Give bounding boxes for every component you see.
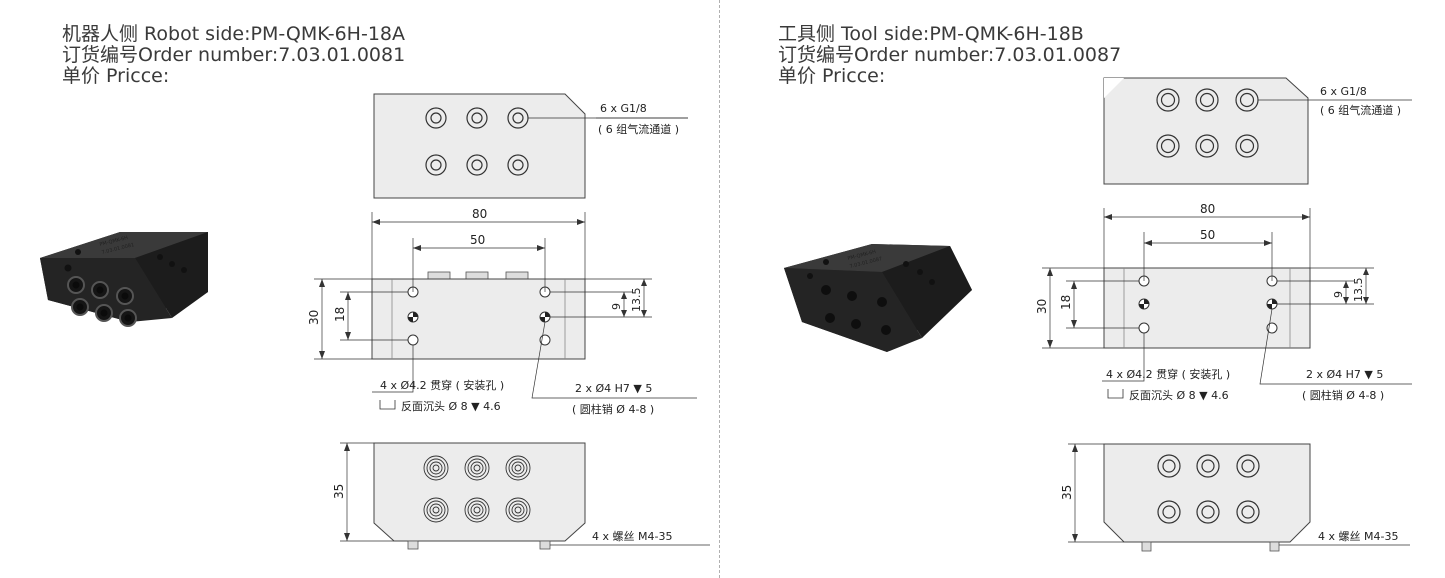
tool-dim-35: 35 [1060,485,1074,500]
robot-ports-note: ( 6 组气流通道 ) [598,122,679,136]
panel-divider [719,0,720,578]
tool-order-number: 订货编号Order number:7.03.01.0087 [778,44,1122,66]
tool-front-view: 80 50 30 18 9 [1035,202,1412,402]
robot-dim-50: 50 [470,233,485,247]
robot-price-label: 单价 Pricce: [62,65,170,87]
robot-ports-label: 6 x G1/8 [600,102,647,115]
robot-side-title: 机器人侧 Robot side:PM-QMK-6H-18A [62,23,405,45]
tool-ports-label: 6 x G1/8 [1320,85,1367,98]
robot-side-panel: 机器人侧 Robot side:PM-QMK-6H-18A 订货编号Order … [0,0,720,578]
tool-screws-label: 4 x 螺丝 M4-35 [1318,530,1398,543]
tool-ports-note: ( 6 组气流通道 ) [1320,103,1401,117]
robot-module-photo: PM-QMK-6H 7.03.01.0081 [40,232,208,327]
tool-dim-13-5: 13.5 [1352,278,1365,303]
robot-holes-label: 4 x Ø4.2 贯穿 ( 安装孔 ) [380,378,504,392]
tool-holes-label: 4 x Ø4.2 贯穿 ( 安装孔 ) [1106,367,1230,381]
tool-dim-80: 80 [1200,202,1215,216]
robot-screws-label: 4 x 螺丝 M4-35 [592,530,672,543]
tool-top-view: 6 x G1/8 ( 6 组气流通道 ) [1103,77,1412,185]
tool-module-photo: PM-QMK-6H 7.03.01.0087 [784,244,972,352]
robot-counterbore-label: 反面沉头 Ø 8 ▼ 4.6 [401,400,501,413]
tool-side-panel: 工具侧 Tool side:PM-QMK-6H-18B 订货编号Order nu… [722,0,1445,578]
robot-front-view: 80 50 30 18 9 [307,207,697,416]
tool-side-drawing: PM-QMK-6H 7.03.01.0087 6 x G1/8 ( 6 组气流通… [784,77,1412,552]
robot-side-drawing: PM-QMK-6H 7.03.01.0081 6 x G1/8 ( 6 组气流通… [40,93,710,550]
tool-dim-30: 30 [1035,299,1049,314]
tool-dim-50: 50 [1200,228,1215,242]
robot-dim-13-5: 13.5 [630,288,643,313]
tool-pins-note: ( 圆柱销 Ø 4-8 ) [1302,388,1384,402]
robot-dim-30: 30 [307,310,321,325]
tool-counterbore-label: 反面沉头 Ø 8 ▼ 4.6 [1129,389,1229,402]
robot-bottom-view: 35 4 x 螺丝 M4-35 [332,442,710,550]
tool-bottom-view: 35 4 x 螺丝 M4-35 [1060,443,1410,552]
robot-dim-35: 35 [332,484,346,499]
tool-price-label: 单价 Pricce: [778,65,886,87]
tool-dim-9: 9 [1332,291,1345,298]
robot-top-view: 6 x G1/8 ( 6 组气流通道 ) [373,93,688,199]
robot-dim-18: 18 [333,307,347,322]
robot-dim-80: 80 [472,207,487,221]
tool-pins-label: 2 x Ø4 H7 ▼ 5 [1306,368,1383,381]
tool-dim-18: 18 [1059,295,1073,310]
robot-pins-note: ( 圆柱销 Ø 4-8 ) [572,402,654,416]
robot-order-number: 订货编号Order number:7.03.01.0081 [62,44,406,66]
robot-pins-label: 2 x Ø4 H7 ▼ 5 [575,382,652,395]
robot-dim-9: 9 [610,303,623,310]
tool-side-title: 工具侧 Tool side:PM-QMK-6H-18B [778,23,1084,45]
